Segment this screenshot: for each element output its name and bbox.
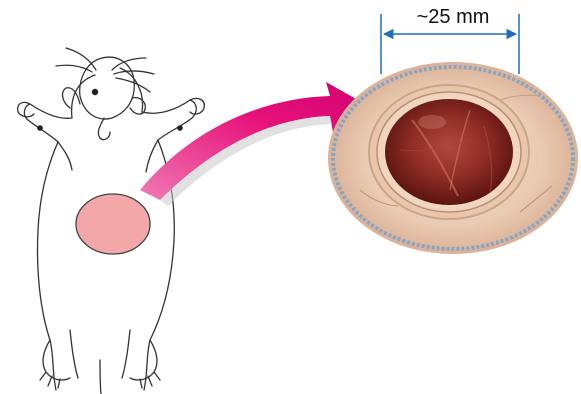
imaging-window-photo xyxy=(328,62,578,254)
implant-site-marker xyxy=(76,194,150,254)
measurement-label: ~25 mm xyxy=(398,6,508,29)
